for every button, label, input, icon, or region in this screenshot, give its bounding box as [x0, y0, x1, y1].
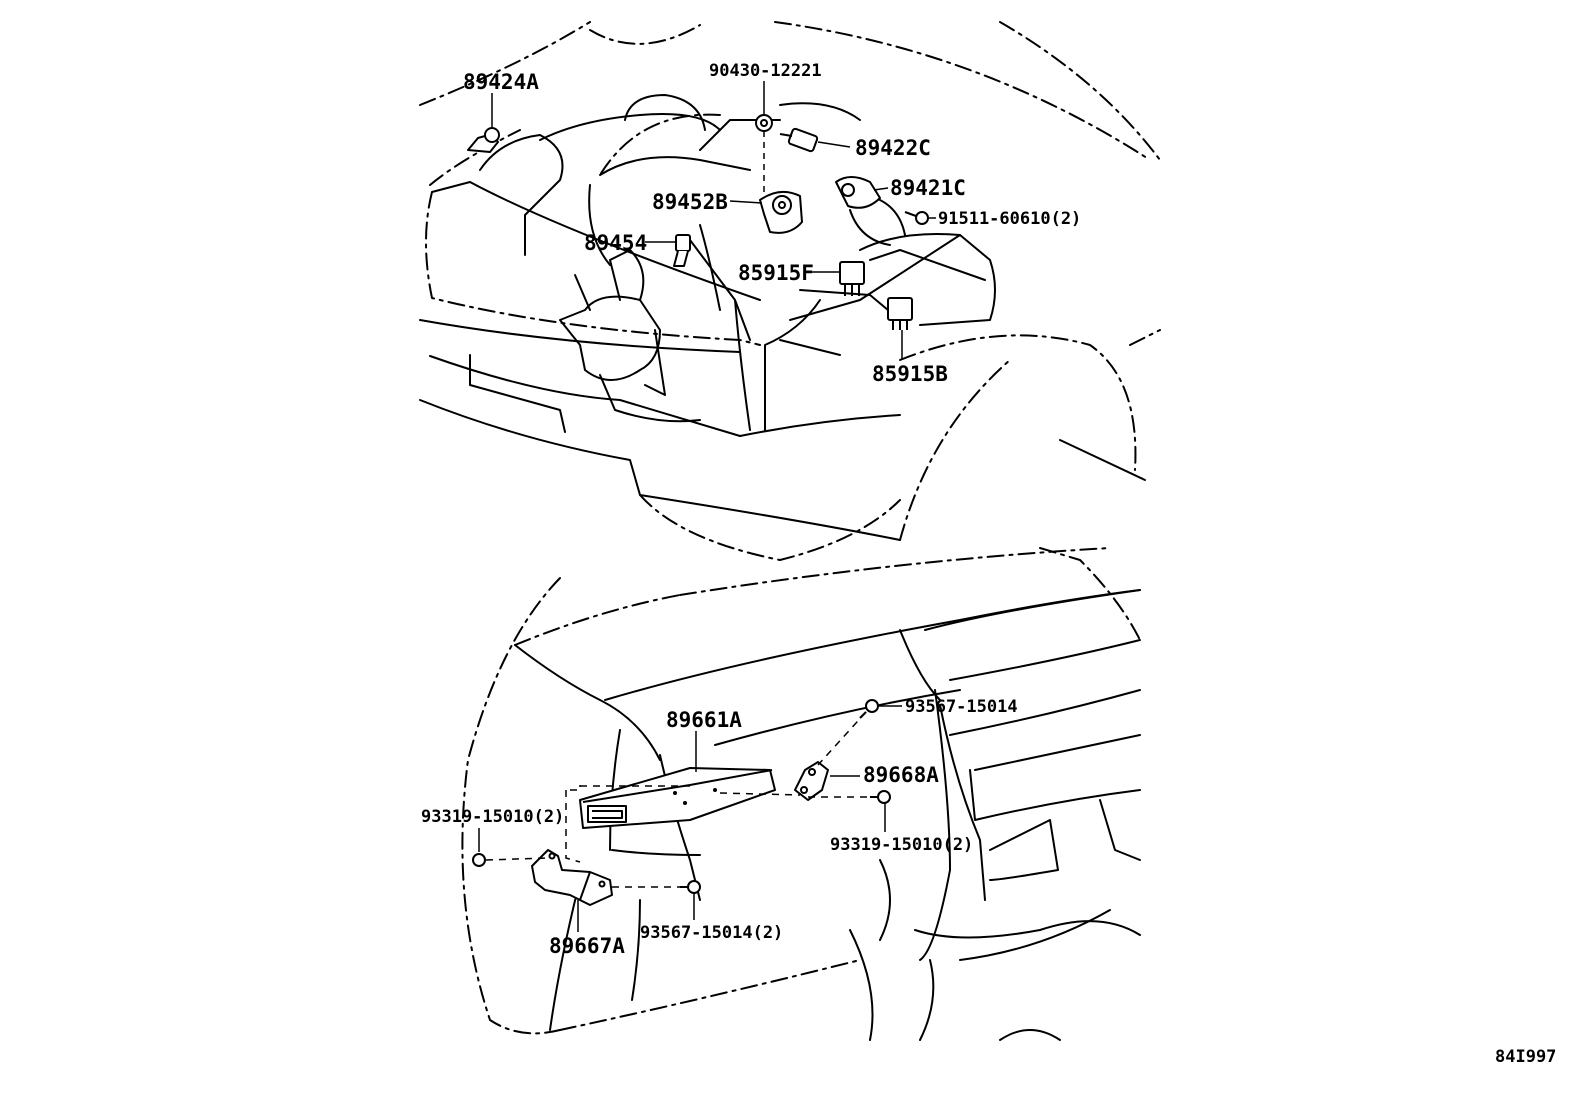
- label-90430-12221: 90430-12221: [709, 61, 822, 81]
- bracket-89668A-icon: [794, 761, 829, 801]
- label-89667A: 89667A: [549, 934, 625, 958]
- bracket-89667A-icon: [531, 849, 613, 906]
- relay-85915F-icon: [839, 261, 865, 296]
- label-89421C: 89421C: [890, 176, 966, 200]
- upper-leader-lines: [491, 81, 936, 360]
- bolt-91511-icon: [904, 211, 929, 225]
- sensor-89452B-icon: [759, 190, 803, 234]
- label-85915B: 85915B: [872, 362, 948, 386]
- sensor-89421C-icon: [835, 176, 881, 209]
- label-93319-15010-right: 93319-15010(2): [830, 835, 973, 855]
- label-91511-60610: 91511-60610(2): [938, 209, 1081, 229]
- ecu-89661A-icon: [579, 767, 776, 829]
- label-89668A: 89668A: [863, 763, 939, 787]
- label-93319-15010-left: 93319-15010(2): [421, 807, 564, 827]
- label-89452B: 89452B: [652, 190, 728, 214]
- relay-85915B-icon: [887, 297, 913, 330]
- label-89422C: 89422C: [855, 136, 931, 160]
- part-labels: 89424A 90430-12221 89422C 89421C 89452B …: [421, 61, 1556, 1067]
- label-89454: 89454: [584, 231, 647, 255]
- bolt-93319-left-icon: [472, 853, 486, 867]
- label-89661A: 89661A: [666, 708, 742, 732]
- figure-code: 84I997: [1495, 1047, 1556, 1067]
- label-89424A: 89424A: [463, 70, 539, 94]
- label-93567-15014: 93567-15014: [905, 697, 1018, 717]
- sensor-89454-icon: [673, 234, 691, 267]
- sensor-89424A-icon: [467, 127, 500, 153]
- lower-leader-lines: [478, 705, 902, 932]
- label-85915F: 85915F: [738, 261, 814, 285]
- engine-bay-illustration: [419, 21, 1161, 561]
- upper-parts: [467, 114, 929, 330]
- sensor-89422C-icon: [779, 127, 819, 153]
- label-93567-15014-2: 93567-15014(2): [640, 923, 783, 943]
